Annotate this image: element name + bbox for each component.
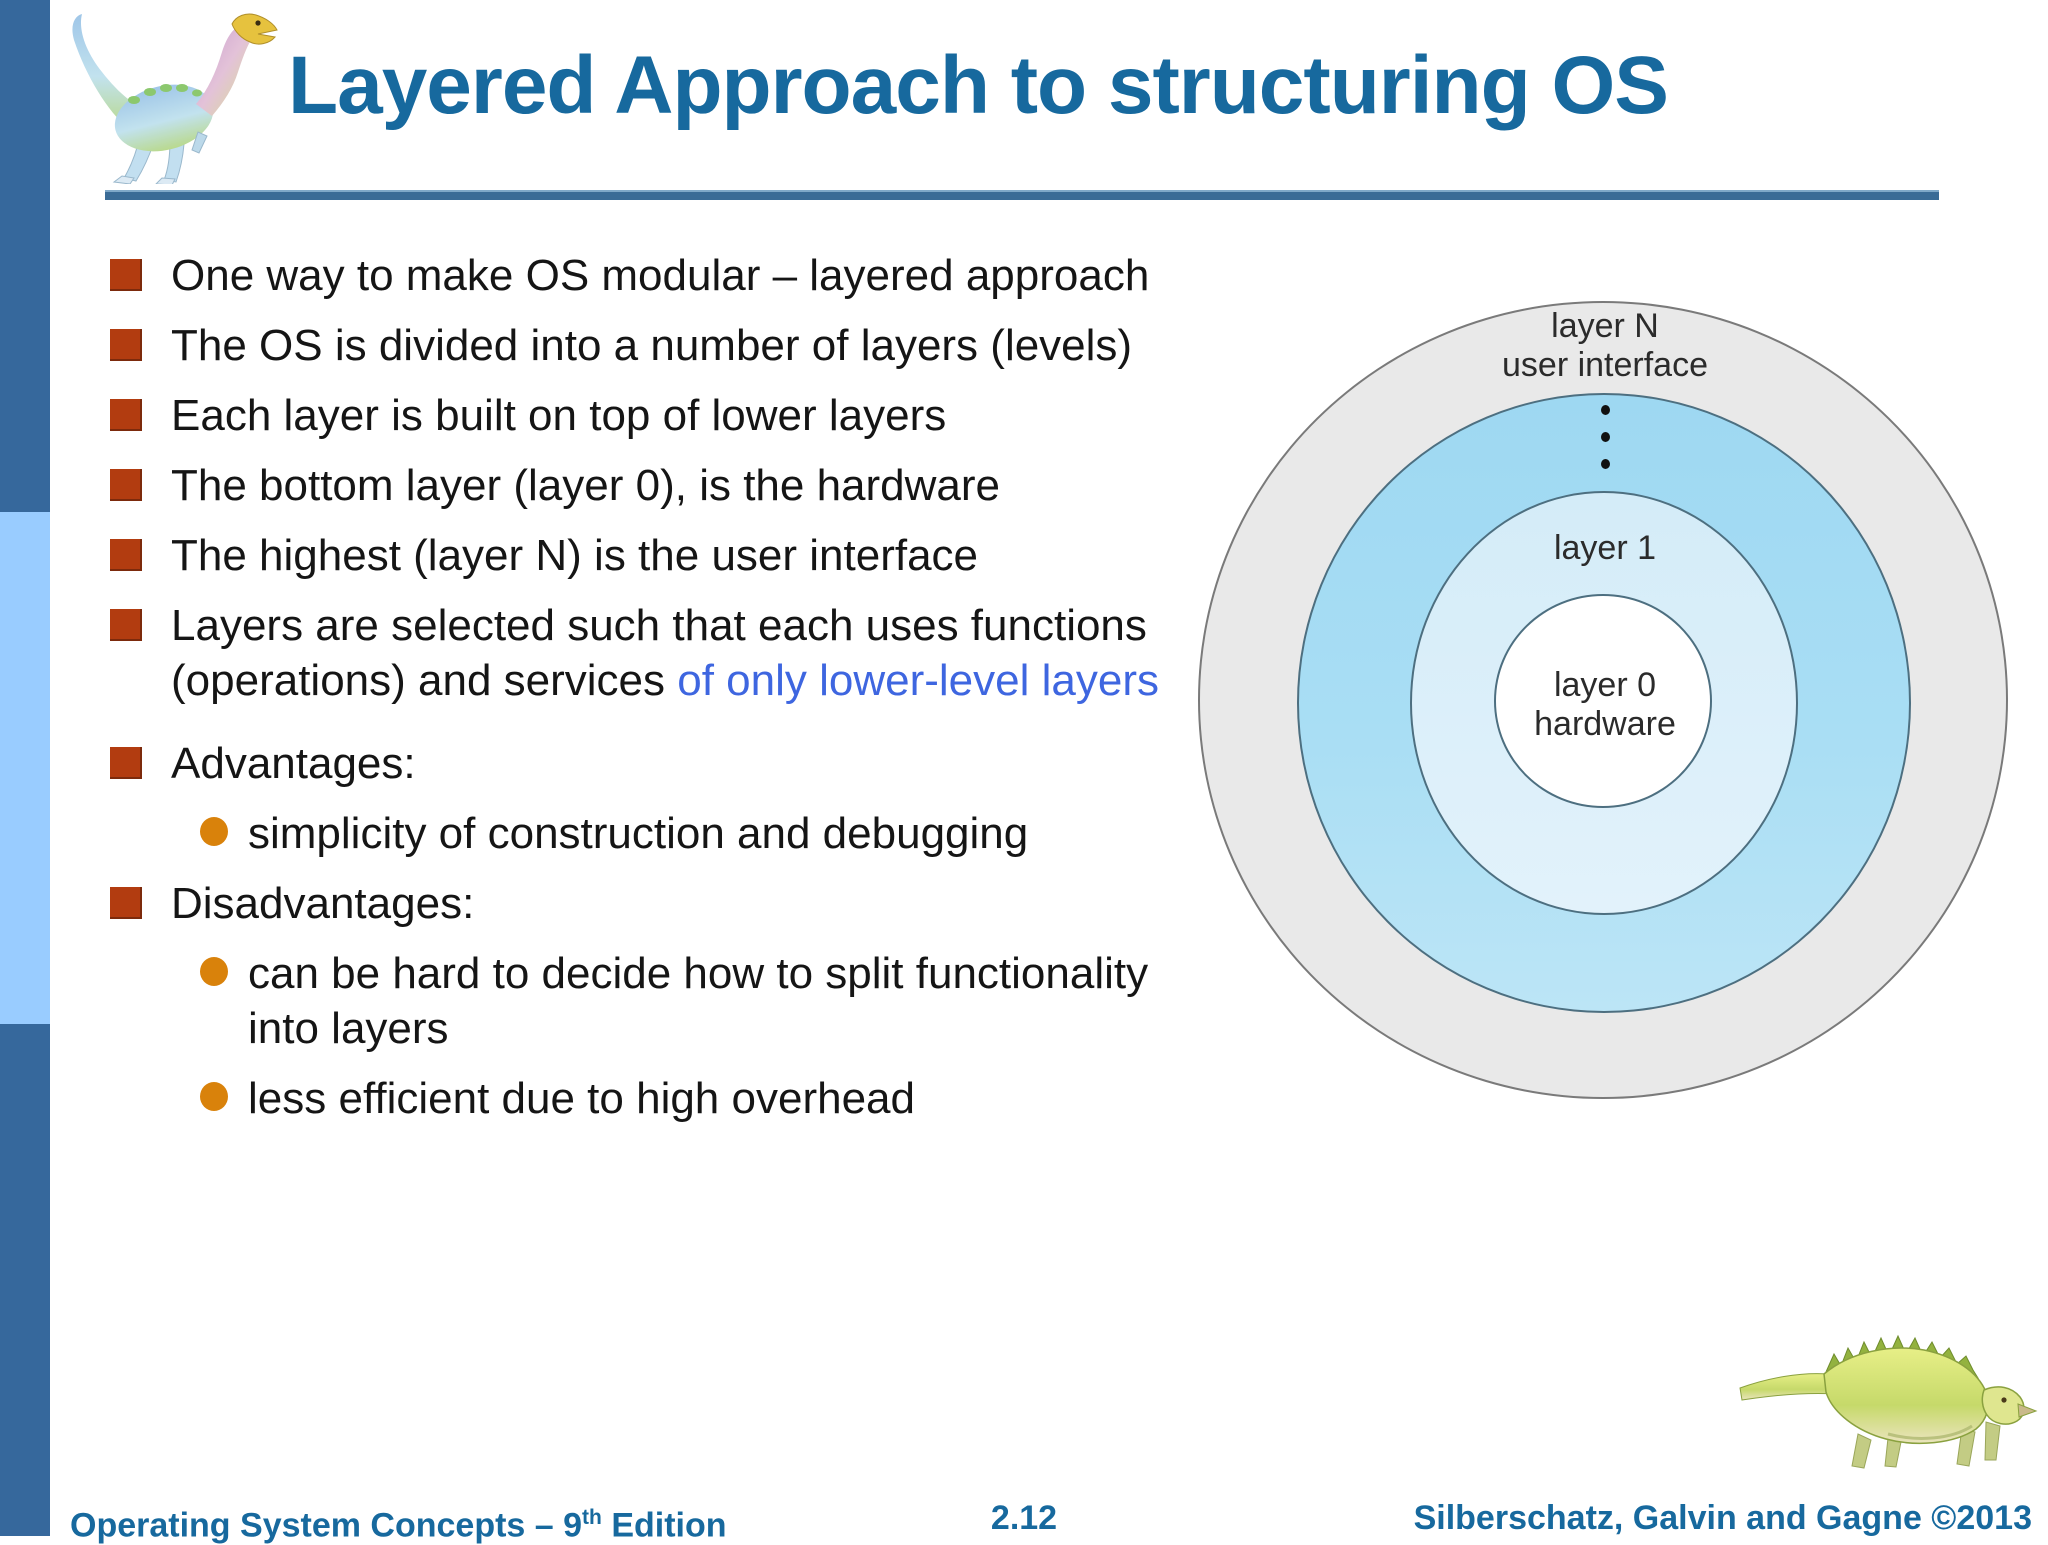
left-stripe-bottom [0,1024,50,1536]
sub-bullet-item: less efficient due to high overhead [200,1071,1234,1126]
dot-bullet-marker [200,1082,228,1111]
square-bullet-marker [110,329,142,361]
layers-diagram: layer N user interface layer 1 layer 0 h… [1195,293,2015,1113]
label-layer-0: layer 0 hardware [1195,666,2015,744]
bullet-text: The OS is divided into a number of layer… [171,321,1133,370]
label-layer-0-line2: hardware [1534,705,1676,743]
bullet-list: One way to make OS modular – layered app… [104,248,1234,1141]
label-layer-0-line1: layer 0 [1553,666,1657,704]
page-title: Layered Approach to structuring OS [288,40,1669,131]
square-bullet-marker [110,539,142,571]
bullet-text: One way to make OS modular – layered app… [171,251,1150,300]
square-bullet-marker [110,747,142,779]
dot-bullet-marker [200,957,228,986]
left-stripe-middle [0,512,50,1024]
bullet-item: The highest (layer N) is the user interf… [104,528,1234,583]
left-stripe [0,0,50,1536]
bullet-text: The bottom layer (layer 0), is the hardw… [171,461,1001,510]
bullet-text: Each layer is built on top of lower laye… [171,391,947,440]
label-layer-1: layer 1 [1553,529,1657,567]
title-underline [105,190,1939,200]
square-bullet-marker [110,399,142,431]
bullet-text: Advantages: [171,739,416,788]
layer-0-core [1494,594,1712,808]
bullet-item: The bottom layer (layer 0), is the hardw… [104,458,1234,513]
dinosaur-logo-icon [62,6,307,186]
bullet-text: The highest (layer N) is the user interf… [171,531,979,580]
bullet-text-highlight: of only lower-level layers [677,656,1159,705]
bullet-text: Layers are selected such that each uses … [171,598,1231,708]
bullet-text-black: Layers are selected such that each uses … [171,601,1147,705]
square-bullet-marker [110,469,142,501]
bullet-item-disadvantages: Disadvantages: [104,876,1234,931]
sub-bullet-text: simplicity of construction and debugging [248,809,1029,858]
sub-bullet-text: less efficient due to high overhead [248,1074,915,1123]
bullet-item: The OS is divided into a number of layer… [104,318,1234,373]
bullet-item: Each layer is built on top of lower laye… [104,388,1234,443]
footer-page-number: 2.12 [990,1499,1058,1537]
dot-bullet-marker [200,817,228,846]
sub-bullet-text: can be hard to decide how to split funct… [248,949,1149,1053]
footer-authors: Silberschatz, Galvin and Gagne ©2013 [1413,1499,2032,1537]
ellipsis-dots [1195,405,2015,469]
square-bullet-marker [110,887,142,919]
sub-bullet-item: can be hard to decide how to split funct… [200,946,1234,1056]
bullet-text: Disadvantages: [171,879,475,928]
bullet-item: One way to make OS modular – layered app… [104,248,1234,303]
footer-book-sup: th [582,1506,602,1529]
left-stripe-top [0,0,50,512]
label-layer-n: layer N user interface [1195,307,2015,385]
dinosaur-footer-icon [1738,1326,2043,1476]
bullet-item-advantages: Advantages: [104,736,1234,791]
sub-bullet-item: simplicity of construction and debugging [200,806,1234,861]
square-bullet-marker [110,609,142,641]
bullet-item: Layers are selected such that each uses … [104,598,1234,708]
label-layer-n-line2: user interface [1502,346,1708,384]
square-bullet-marker [110,259,142,291]
label-layer-n-line1: layer N [1551,307,1659,345]
